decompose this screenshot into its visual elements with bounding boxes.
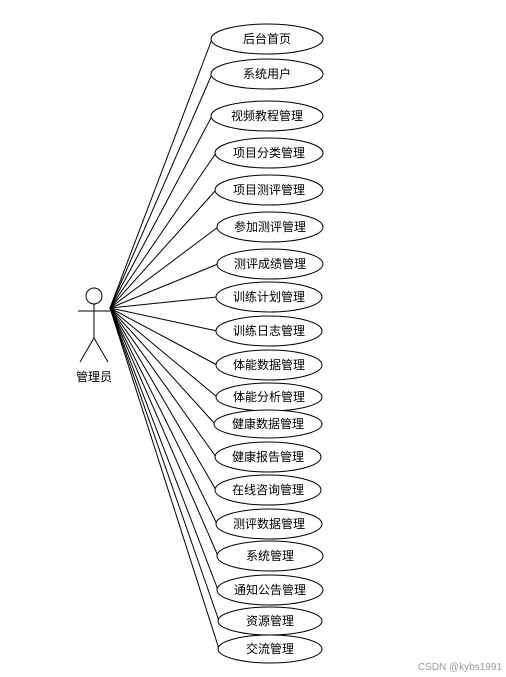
use-case: 训练日志管理 <box>215 315 323 347</box>
association-line <box>109 307 218 398</box>
association-line <box>109 73 213 309</box>
association-line <box>109 307 220 622</box>
use-case-ellipse <box>216 574 324 606</box>
association-lines <box>109 38 220 650</box>
use-case-ellipse <box>214 441 322 473</box>
association-line <box>109 307 219 557</box>
use-case-label: 系统用户 <box>243 66 291 81</box>
use-case: 后台首页 <box>210 23 324 55</box>
use-case-ellipse <box>215 508 323 540</box>
actor-head <box>85 287 103 305</box>
association-line <box>109 296 218 309</box>
use-case-label: 测评数据管理 <box>233 516 305 531</box>
association-line <box>109 307 216 425</box>
use-case: 测评成绩管理 <box>216 248 324 280</box>
use-case-label: 项目分类管理 <box>233 145 305 160</box>
use-case: 交流管理 <box>217 634 323 664</box>
use-case: 项目分类管理 <box>214 137 324 169</box>
use-case: 体能数据管理 <box>215 349 323 381</box>
use-case-ellipse <box>210 100 324 132</box>
use-case-label: 通知公告管理 <box>234 582 306 597</box>
association-line <box>109 307 218 525</box>
use-case-ellipse <box>215 315 323 347</box>
use-case: 资源管理 <box>217 606 323 636</box>
association-line <box>109 307 218 366</box>
watermark: CSDN @kybs1991 <box>417 662 502 673</box>
use-case: 通知公告管理 <box>216 574 324 606</box>
use-case-ellipse <box>210 58 324 90</box>
actor-label: 管理员 <box>76 369 112 384</box>
use-case-ellipse <box>216 211 324 243</box>
use-case-ellipse <box>216 540 324 572</box>
use-case-label: 在线咨询管理 <box>232 482 304 497</box>
use-case-label: 体能数据管理 <box>233 357 305 372</box>
association-line <box>109 307 217 458</box>
use-case-ellipse <box>214 137 324 169</box>
association-line <box>109 307 219 591</box>
use-case-label: 训练计划管理 <box>233 289 305 304</box>
use-case-ellipse <box>214 174 324 206</box>
actor-administrator: 管理员 <box>76 287 112 384</box>
use-case-label: 体能分析管理 <box>233 389 305 404</box>
association-line <box>109 189 217 309</box>
use-case: 在线咨询管理 <box>214 474 322 506</box>
use-case-list: 后台首页系统用户视频教程管理项目分类管理项目测评管理参加测评管理测评成绩管理训练… <box>210 23 324 664</box>
use-case-label: 参加测评管理 <box>234 219 306 234</box>
association-line <box>109 226 219 309</box>
association-line <box>109 307 218 332</box>
use-case-label: 交流管理 <box>246 641 294 656</box>
association-line <box>109 152 217 309</box>
use-case-ellipse <box>213 409 323 439</box>
use-case: 视频教程管理 <box>210 100 324 132</box>
use-case-ellipse <box>217 634 323 664</box>
use-case: 项目测评管理 <box>214 174 324 206</box>
use-case-label: 后台首页 <box>243 31 291 46</box>
use-case: 体能分析管理 <box>215 382 323 412</box>
use-case-ellipse <box>216 248 324 280</box>
use-case-label: 系统管理 <box>246 548 294 563</box>
use-case: 健康数据管理 <box>213 409 323 439</box>
association-line <box>109 307 220 650</box>
use-case-label: 健康数据管理 <box>232 416 304 431</box>
use-case-label: 测评成绩管理 <box>234 256 306 271</box>
use-case-label: 资源管理 <box>246 613 294 628</box>
use-case-ellipse <box>214 474 322 506</box>
actor-right-leg <box>93 337 109 363</box>
use-case: 系统用户 <box>210 58 324 90</box>
use-case: 健康报告管理 <box>214 441 322 473</box>
use-case-ellipse <box>210 23 324 55</box>
association-line <box>109 38 213 309</box>
association-line <box>109 307 217 491</box>
use-case-ellipse <box>215 281 323 313</box>
use-case-label: 健康报告管理 <box>232 449 304 464</box>
use-case: 参加测评管理 <box>216 211 324 243</box>
association-line <box>109 263 219 309</box>
use-case: 测评数据管理 <box>215 508 323 540</box>
use-case-label: 视频教程管理 <box>231 108 303 123</box>
use-case: 训练计划管理 <box>215 281 323 313</box>
association-line <box>109 115 213 309</box>
use-case-label: 训练日志管理 <box>233 323 305 338</box>
use-case-ellipse <box>215 349 323 381</box>
actor-left-leg <box>79 337 95 363</box>
use-case-label: 项目测评管理 <box>233 182 305 197</box>
use-case: 系统管理 <box>216 540 324 572</box>
